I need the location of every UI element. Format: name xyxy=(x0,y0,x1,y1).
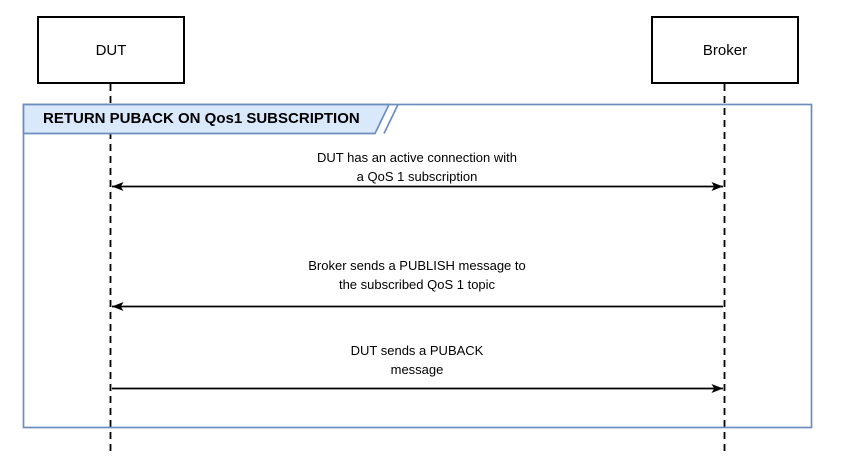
actor-box-broker: Broker xyxy=(651,16,799,84)
frame-label-tab-accent-line xyxy=(383,104,399,134)
message1-line1: DUT has an active connection with xyxy=(317,150,517,165)
frame-label-tab xyxy=(22,103,391,135)
frame-title: RETURN PUBACK ON Qos1 SUBSCRIPTION xyxy=(43,110,360,127)
message3-line2: message xyxy=(390,362,444,377)
message3-line1: DUT sends a PUBACK xyxy=(350,343,484,358)
message3-label: DUT sends a PUBACK message xyxy=(167,341,667,379)
actor-dut-label: DUT xyxy=(95,41,127,59)
message1-label: DUT has an active connection with a QoS … xyxy=(167,148,667,186)
message2-line2: the subscribed QoS 1 topic xyxy=(338,277,496,292)
message2-line1: Broker sends a PUBLISH message to xyxy=(308,258,526,273)
frame-border xyxy=(22,103,813,429)
actor-broker-label: Broker xyxy=(702,41,748,59)
message1-line2: a QoS 1 subscription xyxy=(356,169,478,184)
actor-box-dut: DUT xyxy=(37,16,185,84)
message2-label: Broker sends a PUBLISH message to the su… xyxy=(167,256,667,294)
